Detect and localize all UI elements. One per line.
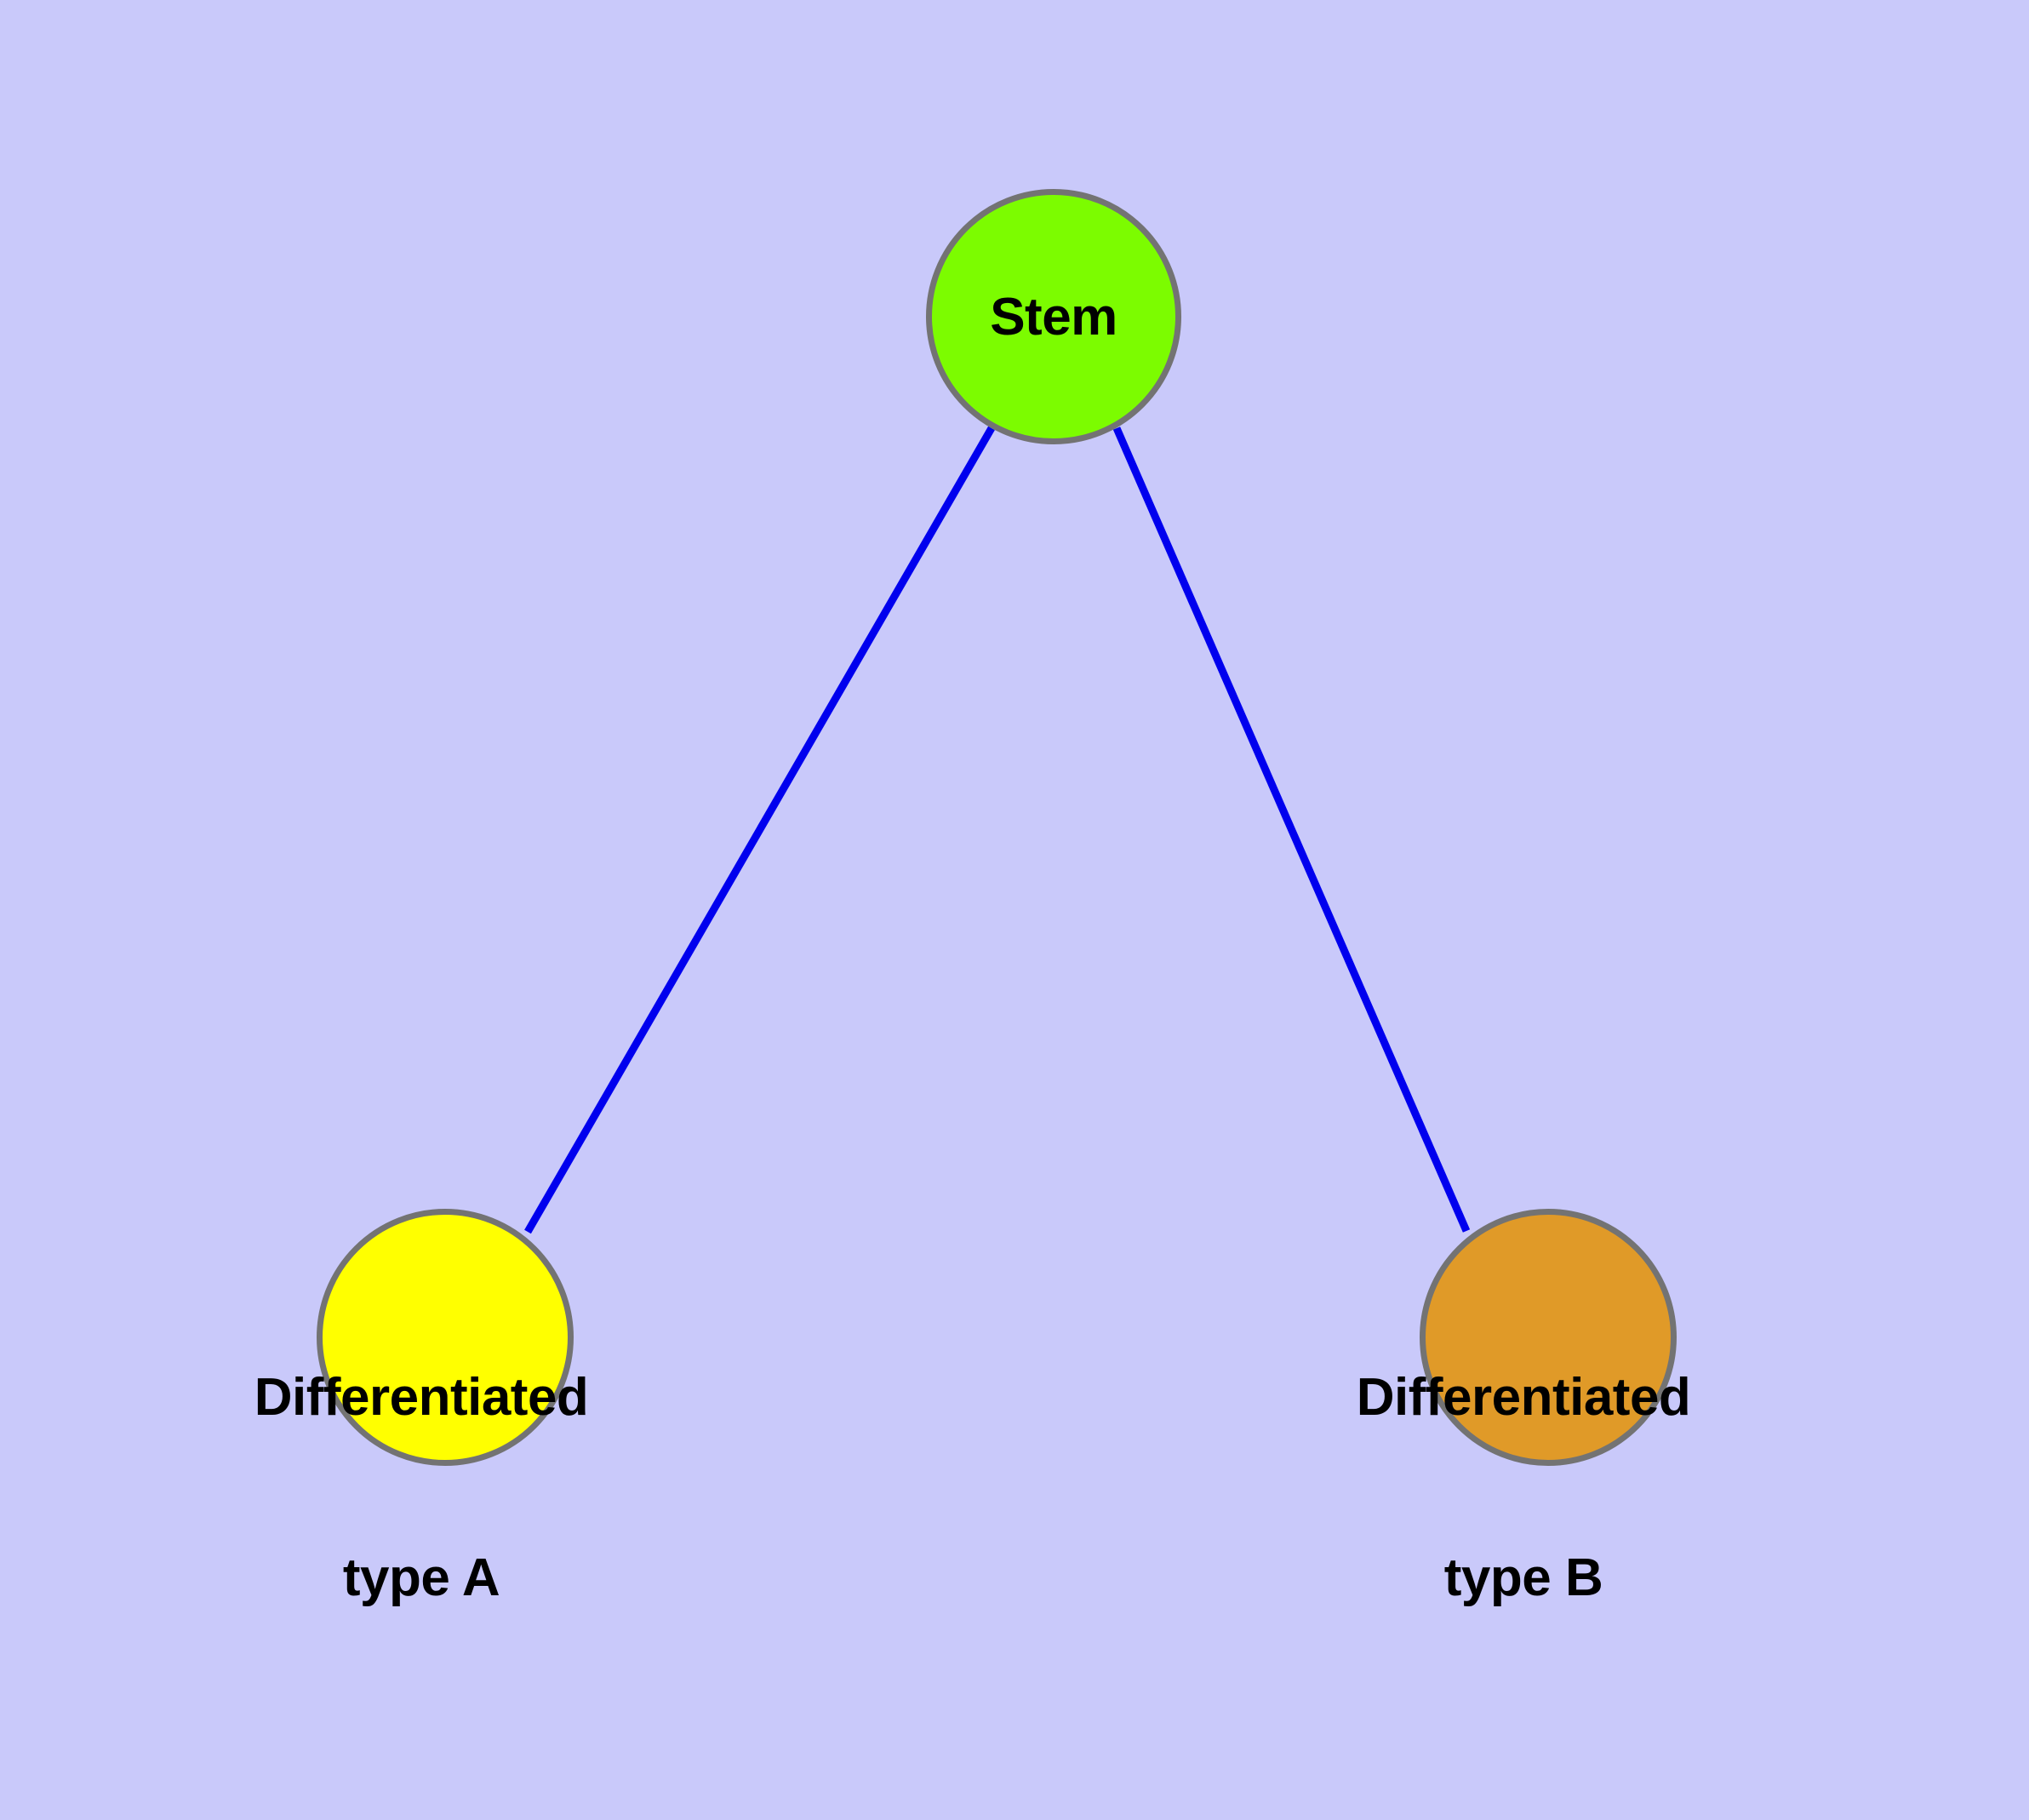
edge-stem-to-differentiated-type-b: [1112, 426, 1471, 1233]
node-stem[interactable]: [926, 189, 1181, 444]
edge-stem-to-differentiated-type-a: [524, 426, 995, 1234]
node-differentiated-type-b[interactable]: [1420, 1209, 1677, 1466]
node-differentiated-type-a[interactable]: [317, 1209, 574, 1466]
